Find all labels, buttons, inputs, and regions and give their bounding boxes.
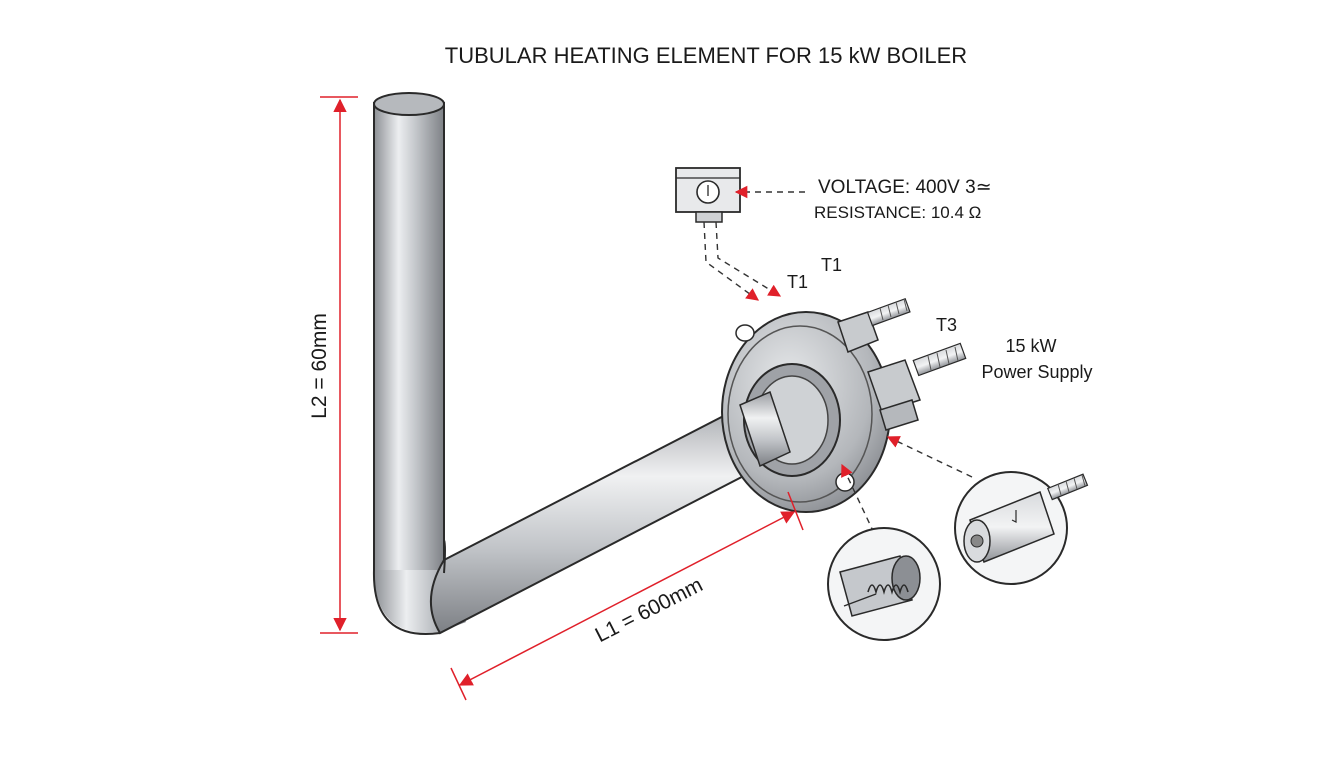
mounting-flange [721,311,891,513]
wire-to-t1 [703,221,760,301]
flange-bolt-hole [735,324,755,342]
detail-leader-terminal [886,436,973,478]
wire-to-t1 [715,221,782,297]
terminal-label-t3: T3 [936,315,957,335]
power-supply-label: Power Supply [981,362,1092,382]
resistance-label: RESISTANCE: 10.4 Ω [814,203,981,222]
detail-terminal-inset [954,471,1089,585]
terminal-bolt-upper [837,297,911,353]
terminal-bolt-lower [867,342,967,431]
dimension-l2: L2 = 60mm [308,96,358,634]
voltage-label: VOLTAGE: 400V 3≃ [818,177,992,198]
heating-coil-icon [867,584,909,595]
junction-box [675,167,741,223]
dimension-label-l1: L1 = 600mm [592,573,707,647]
detail-coil-inset [827,527,941,641]
dimension-label-l2: L2 = 60mm [308,313,331,419]
vertical-leg [373,102,445,574]
flange-bolt-hole [835,472,855,492]
terminal-label-t1: T1 [787,272,808,292]
tube-end-cap [373,92,445,116]
power-rating: 15 kW [1005,336,1056,356]
terminal-label-t1: T1 [821,255,842,275]
detail-leader-coil [841,463,875,534]
diagram-title: TUBULAR HEATING ELEMENT FOR 15 kW BOILER [445,43,967,68]
